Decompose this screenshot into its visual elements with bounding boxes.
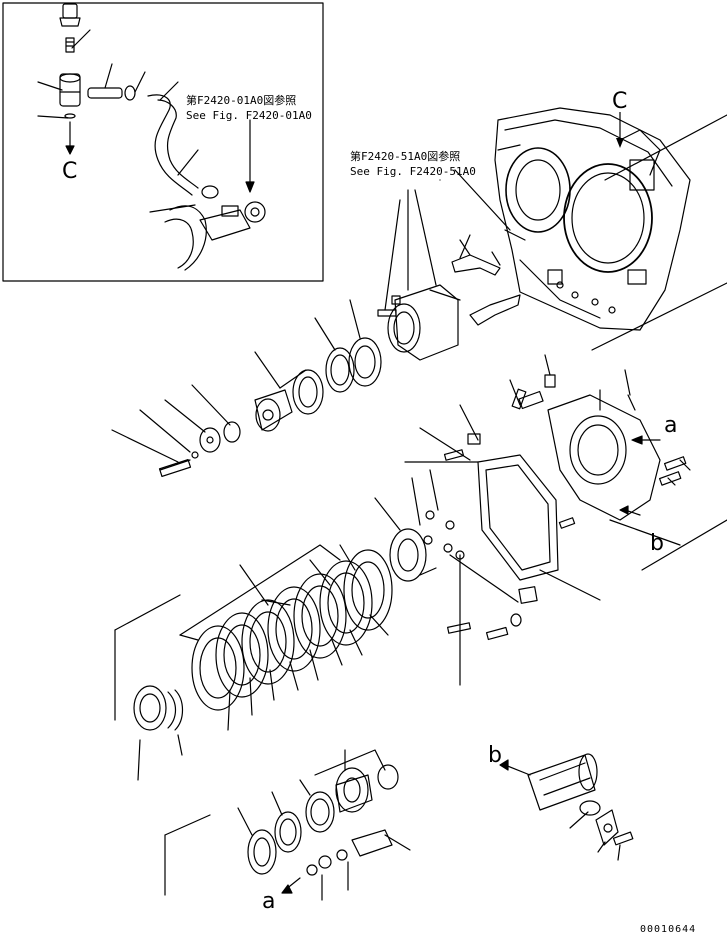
clutch-disc-pack bbox=[191, 549, 393, 711]
plug-set bbox=[411, 469, 465, 560]
transmission-case bbox=[494, 107, 691, 331]
marker-a-lower: a bbox=[262, 889, 275, 914]
pilot-bearing bbox=[133, 685, 184, 781]
main-ref-en: See Fig. F2420-51A0 bbox=[350, 165, 476, 178]
middle-leader-lines bbox=[111, 169, 511, 463]
marker-a-upper: a bbox=[664, 413, 677, 438]
inset-sender-unit bbox=[59, 3, 81, 119]
main-ref-jp: 第F2420-51A0図参照 bbox=[350, 149, 460, 163]
marker-b-lower: b bbox=[488, 743, 502, 768]
spline-shaft bbox=[499, 753, 634, 861]
marker-c-main: C bbox=[612, 89, 627, 114]
inset-frame bbox=[2, 2, 324, 282]
bottom-leader-lines bbox=[164, 749, 386, 901]
lever-and-nuts bbox=[306, 829, 411, 876]
bearing-stack bbox=[158, 337, 382, 478]
frame-lines bbox=[459, 114, 727, 686]
inset-leader-lines bbox=[37, 29, 255, 213]
clutch-hub bbox=[389, 528, 437, 582]
output-shaft bbox=[247, 764, 399, 875]
rear-cover bbox=[518, 374, 661, 521]
pump-flange bbox=[377, 284, 461, 361]
valve-bracket-group bbox=[451, 239, 521, 326]
inset-hose-assembly bbox=[87, 85, 266, 271]
drawing-code: 00010644 bbox=[640, 924, 696, 935]
gasket bbox=[477, 454, 559, 581]
marker-c-inset: C bbox=[62, 159, 77, 184]
right-leader-lines bbox=[404, 354, 691, 603]
inset-ref-jp: 第F2420-01A0図参照 bbox=[186, 93, 296, 107]
inset-ref-en: See Fig. F2420-01A0 bbox=[186, 109, 312, 122]
clutch-leader-lines bbox=[114, 497, 401, 731]
marker-b-upper: b bbox=[650, 531, 664, 556]
